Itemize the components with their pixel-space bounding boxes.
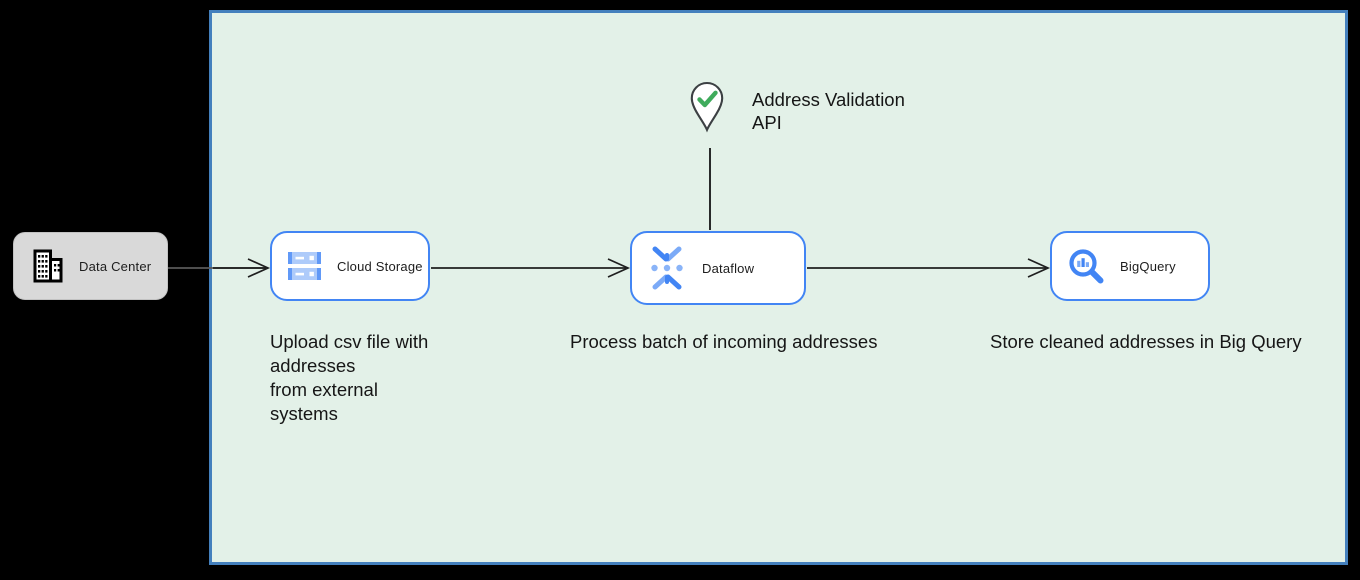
node-data-center[interactable]: Data Center	[13, 232, 168, 300]
address-validation-label: Address Validation API	[752, 89, 905, 133]
magnifier-chart-icon	[1069, 249, 1104, 284]
connector-datacenter-to-storage[interactable]	[168, 258, 271, 278]
connector-storage-to-dataflow[interactable]	[431, 258, 631, 278]
map-pin-check-icon[interactable]	[689, 81, 725, 135]
building-icon	[33, 249, 63, 283]
dataflow-helix-icon	[651, 246, 683, 290]
node-label-data-center: Data Center	[79, 258, 152, 274]
node-label-dataflow: Dataflow	[702, 260, 755, 276]
node-bigquery[interactable]: BigQuery	[1050, 231, 1210, 301]
caption-process-batch: Process batch of incoming addresses	[570, 331, 878, 352]
node-dataflow[interactable]: Dataflow	[630, 231, 806, 305]
caption-upload-csv: Upload csv file with addresses from exte…	[270, 331, 429, 424]
node-label-cloud-storage: Cloud Storage	[337, 258, 423, 274]
storage-bars-icon	[288, 252, 321, 280]
node-label-bigquery: BigQuery	[1120, 258, 1176, 274]
connector-dataflow-to-bigquery[interactable]	[807, 258, 1051, 278]
node-cloud-storage[interactable]: Cloud Storage	[270, 231, 430, 301]
caption-store-bigquery: Store cleaned addresses in Big Query	[990, 331, 1302, 352]
